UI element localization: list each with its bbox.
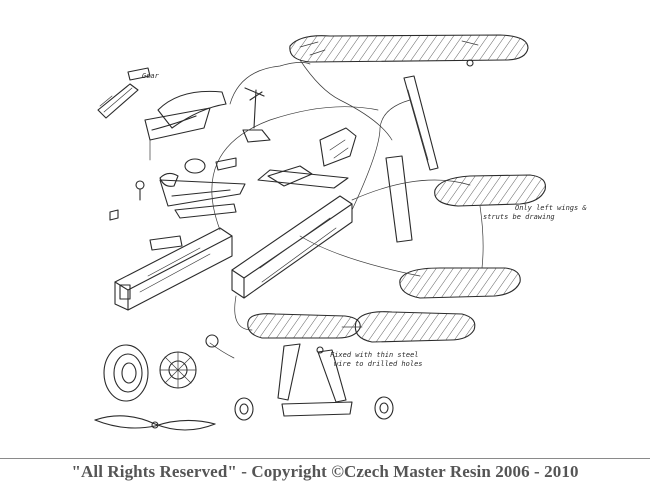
copyright-notice: "All Rights Reserved" - Copyright ©Czech… [71, 462, 579, 481]
cabane-parts [242, 87, 357, 187]
fuselage [231, 169, 353, 299]
forward-fuselage [114, 227, 233, 311]
middle-wing [385, 155, 546, 243]
strut-note-line2: wire to drilled holes [334, 360, 423, 368]
footer-divider [0, 458, 650, 459]
bottom-wings [247, 311, 476, 343]
gear-label: Gear [142, 72, 160, 80]
interplane-strut [403, 75, 439, 171]
exploded-view-drawing: Gear Only left wings & struts be drawing… [94, 34, 587, 431]
drawing-canvas: Gear Only left wings & struts be drawing… [94, 34, 587, 431]
landing-gear [234, 343, 394, 421]
strut-note-line1: Fixed with thin steel [330, 351, 419, 359]
gun-assembly [97, 67, 227, 141]
cockpit-parts [109, 157, 246, 251]
wing-note-line2: struts be drawing [483, 213, 555, 221]
lower-wing-right [399, 267, 521, 299]
upper-wing [289, 34, 529, 67]
engine-propeller [94, 334, 219, 431]
wing-note-line1: Only left wings & [515, 204, 587, 212]
assembly-guide-lines [149, 59, 484, 359]
